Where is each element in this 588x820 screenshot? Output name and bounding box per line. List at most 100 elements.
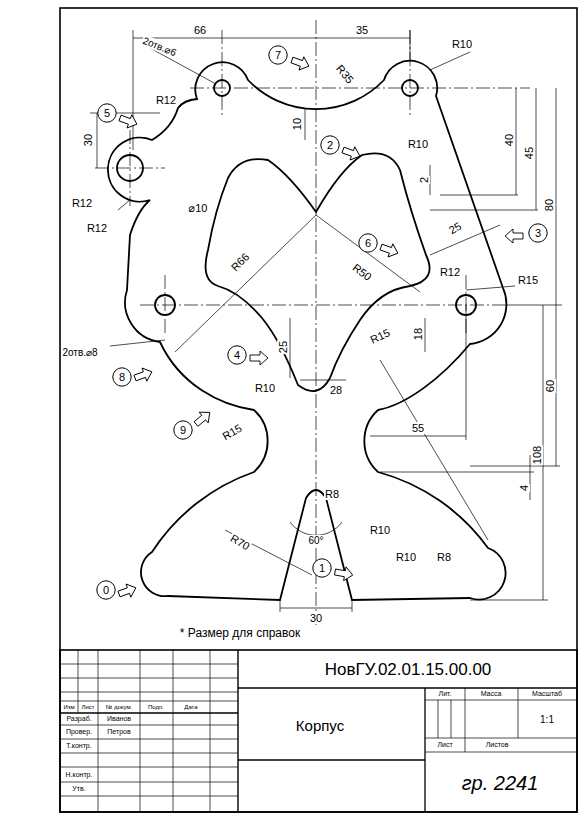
dimension-text: 35 (355, 24, 369, 36)
callout-circle: 3 (528, 223, 548, 243)
view-arrows (334, 565, 354, 582)
title-block (451, 700, 452, 738)
name-cell: Петров (106, 728, 131, 736)
callout-circle: 4 (227, 345, 247, 365)
center-lines (95, 20, 530, 625)
dimension-text: 40 (503, 133, 515, 147)
title-block (60, 664, 238, 665)
dimension-lines (410, 30, 411, 60)
title-block (425, 700, 577, 701)
title-block (78, 650, 79, 713)
dimension-lines (133, 30, 134, 150)
title-block (238, 687, 577, 688)
dimension-lines (316, 38, 410, 39)
header-cell: Масштаб (531, 690, 563, 698)
dimension-lines (430, 210, 538, 211)
callout-number: 2 (320, 135, 340, 155)
dimension-text: 45 (523, 146, 535, 160)
dimension-text: R70 (227, 531, 252, 553)
title-block (60, 753, 238, 754)
dimension-text: R10 (369, 524, 391, 536)
leader-lines (430, 225, 500, 255)
callout-ring (529, 224, 547, 242)
header-cell: Подп. (147, 704, 165, 711)
part-outline (108, 61, 506, 600)
part-outline (108, 61, 506, 600)
dimension-text: 10 (291, 117, 303, 131)
view-arrows (341, 143, 363, 162)
part-outline (402, 80, 418, 96)
callout-circle: 0 (96, 580, 116, 600)
role-cell: Провер. (65, 728, 93, 736)
dimension-text: R35 (333, 62, 357, 87)
dimension-text: 18 (412, 327, 424, 341)
view-arrows (133, 365, 155, 384)
dimension-text: 4 (518, 484, 530, 492)
dimension-text: 2отв.⌀6 (141, 34, 180, 58)
dimension-text: R10 (395, 551, 417, 563)
header-cell: № докум. (105, 704, 133, 711)
dimension-text: R15 (367, 326, 392, 346)
center-lines (130, 130, 131, 206)
center-lines (190, 88, 530, 89)
scale-value: 1:1 (539, 714, 555, 725)
group-number: гр. 2241 (461, 772, 540, 794)
dimension-text: 28 (329, 384, 343, 396)
title-block (518, 688, 519, 738)
callout-number: 7 (268, 45, 288, 65)
role-cell: Утв. (71, 785, 86, 793)
view-arrows (290, 53, 312, 72)
callout-number: 3 (528, 223, 548, 243)
callout-ring (97, 581, 115, 599)
leader-lines (225, 530, 312, 575)
center-lines (410, 30, 411, 118)
header-cell: Лист (80, 704, 95, 711)
callout-circle: 7 (268, 45, 288, 65)
dimension-lines (425, 318, 426, 352)
dimension-lines (280, 600, 281, 612)
sheet-frame (60, 8, 577, 812)
dimension-lines (380, 472, 534, 473)
role-cell: Разраб. (65, 715, 92, 723)
role-cell: Т.контр. (65, 742, 92, 750)
title-block (60, 782, 238, 783)
leader-lines (380, 360, 488, 540)
title-block (60, 767, 238, 768)
dimension-lines (290, 522, 342, 535)
view-arrows (192, 407, 215, 429)
title-block (140, 650, 141, 812)
view-arrows (505, 229, 523, 243)
title-block (98, 650, 99, 812)
title-block (237, 650, 238, 812)
callout-circle: 2 (320, 135, 340, 155)
part-name: Корпус (295, 718, 345, 735)
drawing-code: НовГУ.02.01.15.00.00 (324, 661, 493, 680)
title-block (60, 712, 238, 713)
dimension-lines (466, 305, 467, 440)
dimension-lines (536, 88, 537, 210)
header-cell: Лист (436, 741, 453, 749)
dimension-text: 2 (418, 176, 430, 184)
name-cell: Иванов (106, 715, 132, 723)
title-block (438, 700, 439, 738)
note-text: * Размер для справок (179, 627, 301, 640)
callout-circle: 8 (112, 367, 132, 387)
dimension-text: R15 (517, 274, 539, 286)
title-block (425, 738, 577, 739)
callout-circle: 6 (358, 233, 378, 253)
dimension-text: R12 (86, 222, 108, 234)
sheet-frame (60, 8, 577, 812)
leader-lines (175, 215, 316, 352)
dimension-text: 60 (544, 379, 556, 393)
title-block (60, 701, 238, 702)
dimension-text: R50 (350, 260, 375, 283)
title-block (60, 650, 577, 812)
callout-ring (113, 368, 131, 386)
part-outline (214, 80, 230, 96)
dimension-text: R10 (254, 382, 276, 394)
role-cell: Н.контр. (65, 771, 94, 779)
title-block (60, 678, 238, 679)
title-block (60, 739, 238, 740)
header-cell: Изм (62, 704, 75, 711)
dimension-lines (498, 305, 562, 306)
